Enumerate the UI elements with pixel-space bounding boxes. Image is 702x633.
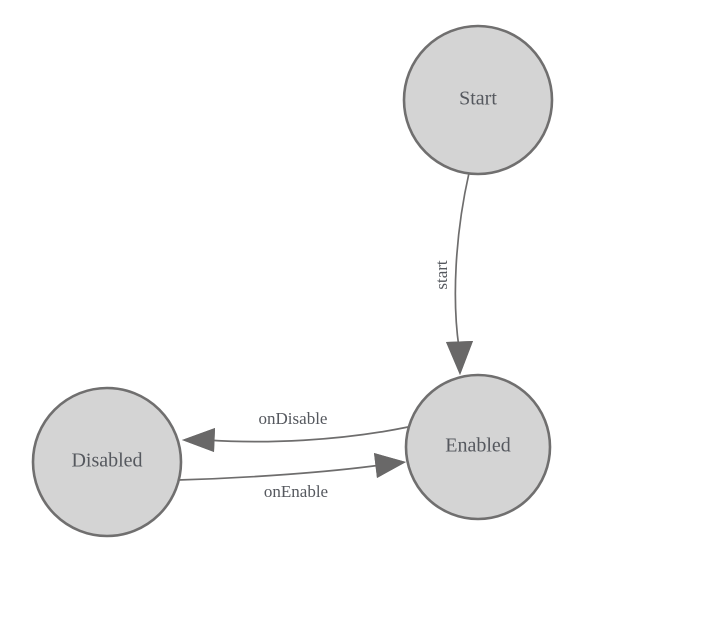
- node-disabled-label: Disabled: [71, 450, 142, 472]
- node-enabled-circle: [404, 373, 552, 521]
- node-start-circle: [402, 24, 554, 176]
- edge-start-to-enabled-arrowhead-overlay: [446, 341, 473, 375]
- node-enabled[interactable]: Enabled: [404, 373, 552, 521]
- edge-disabled-to-enabled-path: [177, 464, 382, 481]
- node-disabled[interactable]: Disabled: [31, 386, 183, 538]
- edge-disabled-to-enabled-arrowhead-overlay: [374, 453, 406, 478]
- edge-label-on-enable: onEnable: [264, 482, 328, 501]
- edge-label-on-disable: onDisable: [259, 409, 328, 428]
- edge-enabled-to-disabled-arrowhead-overlay: [182, 428, 215, 452]
- edge-enabled-to-disabled-path: [206, 426, 409, 443]
- node-start[interactable]: Start: [402, 24, 554, 176]
- node-start-label: Start: [459, 88, 497, 110]
- edge-label-start: start: [432, 260, 451, 290]
- edge-start-to-enabled-path: [454, 172, 470, 349]
- node-enabled-label: Enabled: [445, 435, 511, 457]
- edge-enabled-to-disabled[interactable]: onDisable: [182, 409, 409, 452]
- node-disabled-circle: [31, 386, 183, 538]
- edge-disabled-to-enabled[interactable]: onEnable: [177, 453, 406, 501]
